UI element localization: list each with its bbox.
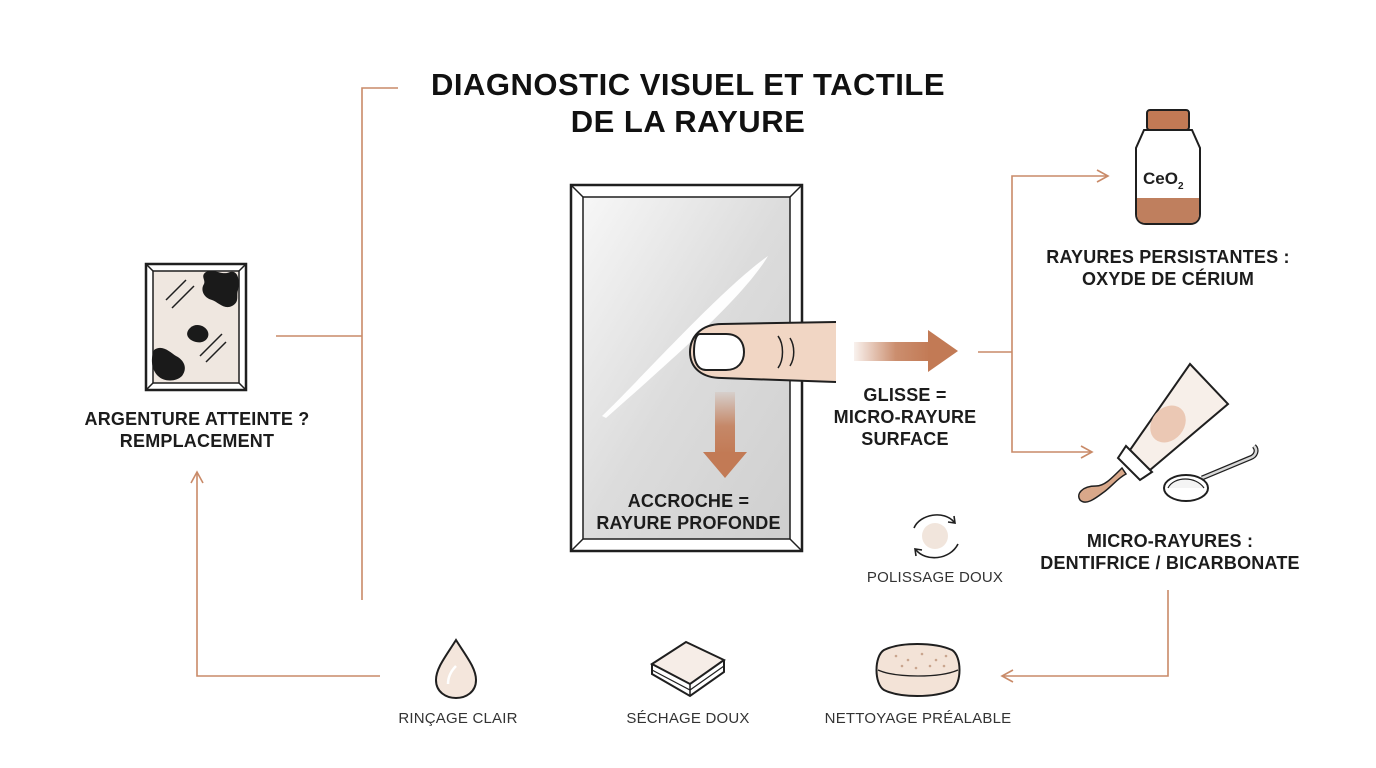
- cloth-icon: [650, 640, 726, 698]
- argenture-label-line-2: REMPLACEMENT: [119, 431, 275, 451]
- connectors: [190, 87, 1169, 683]
- water-drop-icon: [434, 638, 478, 700]
- polish-cycle-icon: [913, 514, 959, 559]
- argenture-label-line-1: ARGENTURE ATTEINTE ?: [84, 409, 310, 429]
- jar-label: CeO2: [1143, 169, 1184, 192]
- nettoyage-label: NETTOYAGE PRÉALABLE: [824, 710, 1012, 727]
- micro-rayures-label-line-2: DENTIFRICE / BICARBONATE: [1040, 553, 1300, 573]
- persistantes-label-line-2: OXYDE DE CÉRIUM: [1081, 269, 1255, 289]
- glisse-label-line-3: SURFACE: [861, 429, 949, 449]
- glisse-label-line-2: MICRO-RAYURE: [833, 407, 977, 427]
- sechage-label: SÉCHAGE DOUX: [626, 710, 750, 727]
- micro-rayures-label-line-1: MICRO-RAYURES :: [1086, 531, 1254, 551]
- branch-to-toothpaste-line: [1011, 352, 1094, 459]
- argenture-label: ARGENTURE ATTEINTE ? REMPLACEMENT: [60, 408, 334, 452]
- micro-to-nettoyage-line: [1000, 590, 1169, 683]
- persistantes-label: RAYURES PERSISTANTES : OXYDE DE CÉRIUM: [1028, 246, 1308, 290]
- spoon-icon: [1163, 444, 1259, 502]
- accroche-label: ACCROCHE = RAYURE PROFONDE: [586, 490, 791, 534]
- accroche-label-line-1: ACCROCHE =: [627, 491, 750, 511]
- title-line-1: DIAGNOSTIC VISUEL ET TACTILE: [430, 67, 946, 102]
- glisse-label: GLISSE = MICRO-RAYURE SURFACE: [820, 384, 990, 450]
- accroche-label-line-2: RAYURE PROFONDE: [596, 513, 781, 533]
- persistantes-label-line-1: RAYURES PERSISTANTES :: [1046, 247, 1290, 267]
- glisse-label-line-1: GLISSE =: [863, 385, 947, 405]
- branch-to-cerium-line: [1011, 169, 1110, 352]
- rincage-to-argenture-line: [190, 470, 380, 677]
- cerium-jar-icon: CeO2: [1135, 109, 1201, 225]
- sponge-icon: [875, 643, 961, 697]
- toothpaste-tube-icon: [1078, 362, 1230, 503]
- micro-rayures-label: MICRO-RAYURES : DENTIFRICE / BICARBONATE: [1020, 530, 1320, 574]
- polissage-label: POLISSAGE DOUX: [866, 569, 1004, 586]
- right-arrow-icon: [854, 330, 958, 372]
- finger-icon: [688, 321, 837, 383]
- down-arrow-icon: [703, 392, 747, 478]
- diagram-title: DIAGNOSTIC VISUEL ET TACTILE DE LA RAYUR…: [388, 66, 988, 140]
- title-line-2: DE LA RAYURE: [570, 104, 806, 139]
- rincage-label: RINÇAGE CLAIR: [398, 710, 518, 727]
- damaged-mirror-icon: [144, 262, 248, 392]
- title-bracket-line: [361, 87, 398, 600]
